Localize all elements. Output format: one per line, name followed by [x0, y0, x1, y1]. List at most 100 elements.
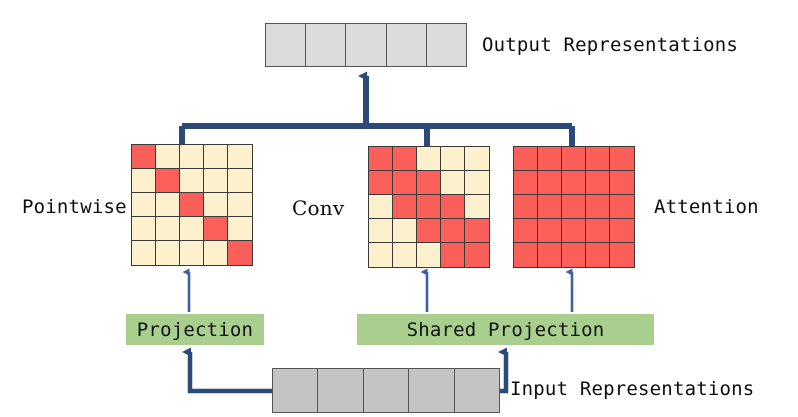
matrix-cell: [586, 195, 610, 219]
matrix-cell: [417, 195, 441, 219]
matrix-cell: [586, 171, 610, 195]
shared-projection-box-label: Shared Projection: [406, 318, 605, 341]
conv-matrix: [368, 146, 490, 268]
matrix-cell: [538, 243, 562, 267]
matrix-cell: [562, 243, 586, 267]
input-representations-row: [272, 368, 500, 413]
matrix-cell: [228, 241, 252, 265]
matrix-cell: [228, 217, 252, 241]
matrix-cell: [562, 147, 586, 171]
matrix-cell: [441, 219, 465, 243]
matrix-cell: [514, 243, 538, 267]
matrix-cell: [465, 195, 489, 219]
output-representations-label: Output Representations: [482, 34, 739, 56]
wire-merge-to-output: [179, 71, 575, 148]
matrix-cell: [441, 243, 465, 267]
matrix-cell: [465, 171, 489, 195]
matrix-cell: [417, 147, 441, 171]
matrix-cell: [228, 169, 252, 193]
matrix-cell: [132, 217, 156, 241]
matrix-cell: [586, 147, 610, 171]
projection-box-label: Projection: [136, 318, 254, 341]
matrix-cell: [514, 171, 538, 195]
matrix-cell: [156, 145, 180, 169]
matrix-cell: [204, 169, 228, 193]
matrix-cell: [393, 171, 417, 195]
matrix-cell: [465, 219, 489, 243]
output-token-cell: [386, 24, 427, 66]
matrix-cell: [156, 241, 180, 265]
matrix-cell: [538, 171, 562, 195]
matrix-cell: [610, 171, 634, 195]
matrix-cell: [562, 219, 586, 243]
matrix-cell: [180, 193, 204, 217]
input-token-cell: [318, 369, 364, 412]
wire-input-to-projection: [182, 347, 272, 394]
matrix-cell: [180, 145, 204, 169]
matrix-cell: [465, 243, 489, 267]
matrix-cell: [132, 241, 156, 265]
matrix-cell: [369, 147, 393, 171]
matrix-cell: [369, 171, 393, 195]
shared-projection-box[interactable]: Shared Projection: [357, 314, 654, 345]
matrix-cell: [610, 243, 634, 267]
matrix-cell: [393, 147, 417, 171]
matrix-cell: [228, 193, 252, 217]
matrix-cell: [156, 193, 180, 217]
matrix-cell: [610, 195, 634, 219]
matrix-cell: [180, 169, 204, 193]
output-token-cell: [266, 24, 307, 66]
matrix-cell: [204, 217, 228, 241]
matrix-cell: [180, 241, 204, 265]
projection-box[interactable]: Projection: [126, 314, 264, 345]
matrix-cell: [369, 219, 393, 243]
input-representations-label: Input Representations: [510, 378, 755, 400]
matrix-cell: [156, 217, 180, 241]
output-representations-row: [265, 23, 467, 67]
matrix-cell: [538, 195, 562, 219]
matrix-cell: [132, 193, 156, 217]
matrix-cell: [393, 219, 417, 243]
matrix-cell: [586, 219, 610, 243]
input-token-cell: [273, 369, 319, 412]
output-token-cell: [346, 24, 387, 66]
matrix-cell: [538, 147, 562, 171]
input-token-cell: [409, 369, 455, 412]
matrix-cell: [562, 171, 586, 195]
matrix-cell: [204, 241, 228, 265]
attention-matrix: [513, 146, 635, 268]
input-token-cell: [454, 369, 500, 412]
matrix-cell: [465, 147, 489, 171]
matrix-cell: [514, 219, 538, 243]
matrix-cell: [369, 243, 393, 267]
matrix-cell: [538, 219, 562, 243]
output-token-cell: [426, 24, 467, 66]
pointwise-label: Pointwise: [22, 196, 127, 218]
wire-input-to-shared-projection: [498, 347, 509, 394]
matrix-cell: [562, 195, 586, 219]
matrix-cell: [417, 219, 441, 243]
matrix-cell: [514, 195, 538, 219]
matrix-cell: [441, 147, 465, 171]
output-token-cell: [306, 24, 347, 66]
pointwise-matrix: [131, 144, 253, 266]
matrix-cell: [514, 147, 538, 171]
conv-label: Conv: [292, 196, 345, 220]
matrix-cell: [180, 217, 204, 241]
matrix-cell: [441, 171, 465, 195]
matrix-cell: [132, 169, 156, 193]
matrix-cell: [132, 145, 156, 169]
matrix-cell: [156, 169, 180, 193]
matrix-cell: [393, 195, 417, 219]
matrix-cell: [610, 147, 634, 171]
matrix-cell: [417, 243, 441, 267]
matrix-cell: [369, 195, 393, 219]
matrix-cell: [441, 195, 465, 219]
matrix-cell: [610, 219, 634, 243]
matrix-cell: [228, 145, 252, 169]
matrix-cell: [393, 243, 417, 267]
matrix-cell: [204, 193, 228, 217]
matrix-cell: [204, 145, 228, 169]
matrix-cell: [586, 243, 610, 267]
